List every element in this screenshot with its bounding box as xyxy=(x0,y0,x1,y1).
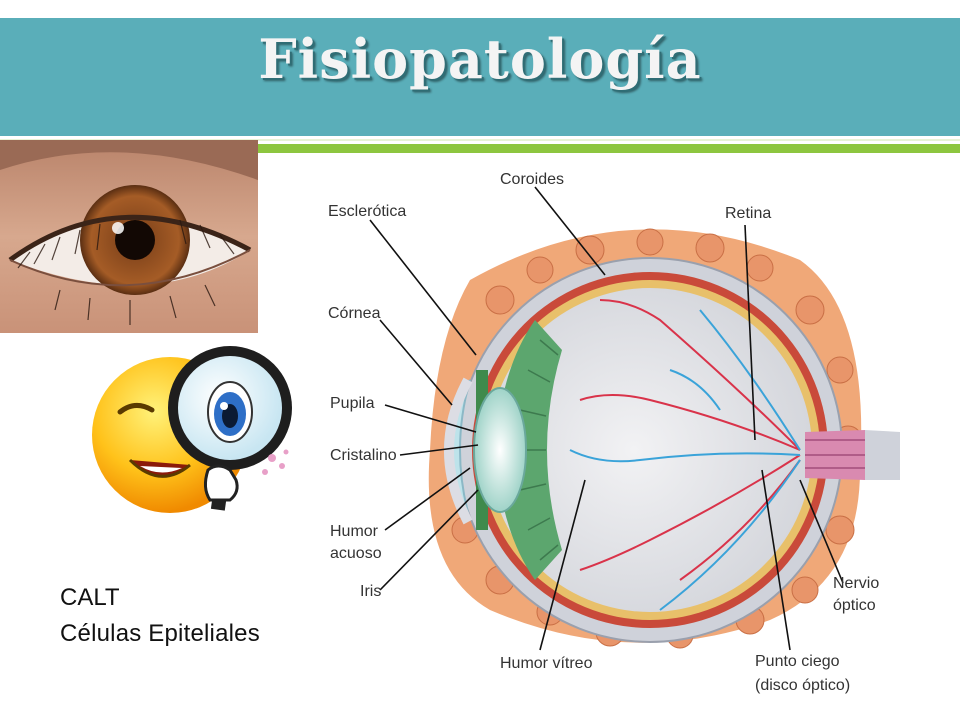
label-coroides: Coroides xyxy=(500,171,564,188)
label-retina: Retina xyxy=(725,205,771,222)
accent-bar xyxy=(258,144,960,153)
caption-calt: CALT xyxy=(60,584,120,611)
label-cristalino: Cristalino xyxy=(330,447,397,464)
accent-divider xyxy=(0,139,960,141)
optic-nerve xyxy=(805,430,900,480)
leader-lines xyxy=(369,186,844,651)
retinal-vessels xyxy=(569,299,801,611)
label-humor-acuoso-2: acuoso xyxy=(330,545,382,562)
crystalline-lens xyxy=(473,387,527,513)
eye-anatomy-diagram: Coroides Esclerótica Retina Córnea Pupil… xyxy=(328,171,900,694)
eye-photo xyxy=(0,140,258,333)
vitreous-humor xyxy=(488,288,812,612)
label-nervio-1: Nervio xyxy=(833,575,879,592)
label-punto-ciego-2: (disco óptico) xyxy=(755,677,850,694)
slide-title: Fisiopatología xyxy=(258,27,702,91)
title-band xyxy=(0,18,960,136)
label-punto-ciego-1: Punto ciego xyxy=(755,653,840,670)
label-iris: Iris xyxy=(360,583,381,600)
label-humor-acuoso-1: Humor xyxy=(330,523,379,540)
caption-celulas-epiteliales: Células Epiteliales xyxy=(60,620,260,647)
label-humor-vitreo: Humor vítreo xyxy=(500,655,593,672)
label-pupila: Pupila xyxy=(330,395,375,412)
label-esclerotica: Esclerótica xyxy=(328,203,406,220)
label-cornea: Córnea xyxy=(328,305,381,322)
winking-smiley-magnifier-icon xyxy=(92,346,292,513)
label-nervio-2: óptico xyxy=(833,597,876,614)
